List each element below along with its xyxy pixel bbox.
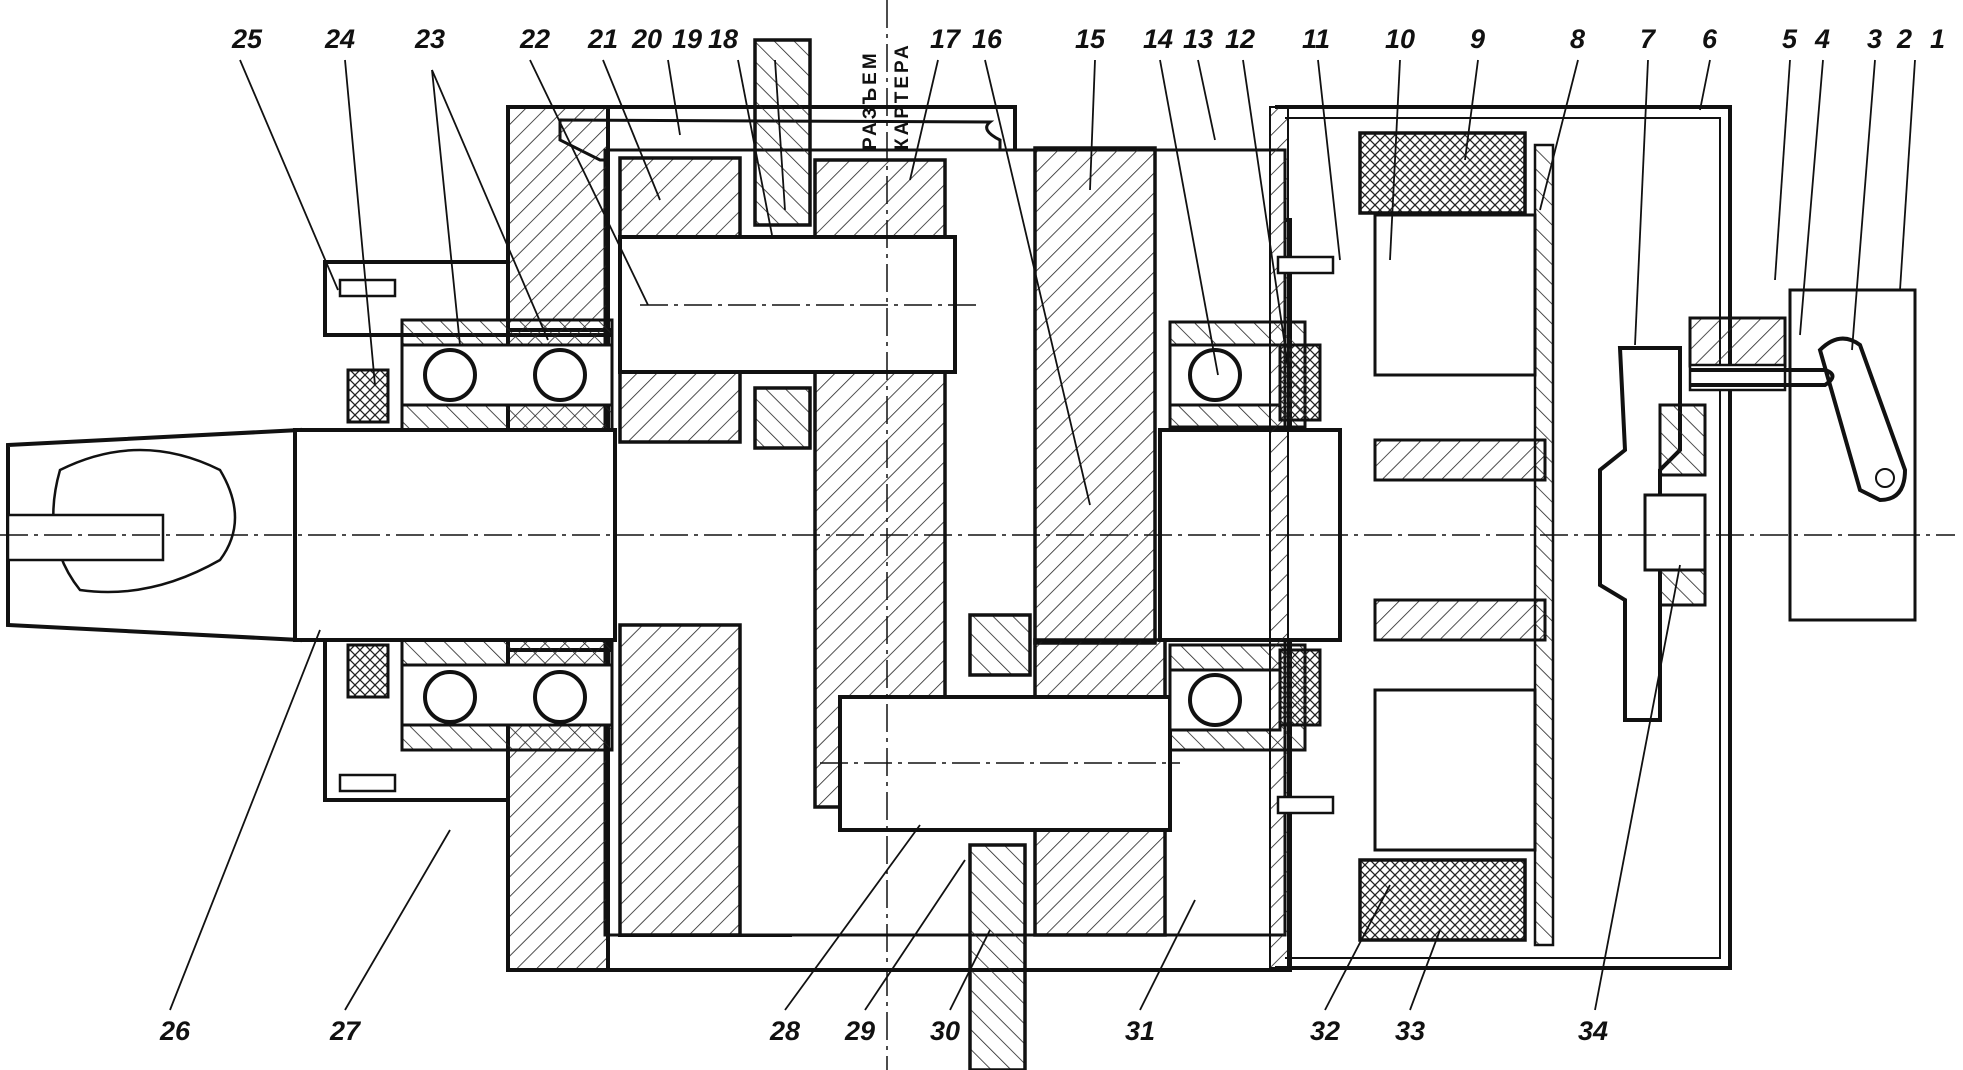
- callout-11: 11: [1302, 24, 1330, 54]
- callout-23: 23: [414, 24, 445, 54]
- callout-3: 3: [1867, 24, 1882, 54]
- connecting-rods: [753, 38, 1032, 1070]
- callout-17: 17: [930, 24, 962, 54]
- callout-27: 27: [329, 1016, 362, 1046]
- upper-coil: [1358, 131, 1527, 215]
- left-ball-bearings: [400, 318, 614, 752]
- callout-4: 4: [1814, 24, 1830, 54]
- callout-30: 30: [930, 1016, 960, 1046]
- callout-28: 28: [769, 1016, 800, 1046]
- right-bearing-housing: [1158, 320, 1342, 752]
- breaker-cam: [1598, 346, 1707, 722]
- callout-22: 22: [519, 24, 550, 54]
- callout-7: 7: [1640, 24, 1657, 54]
- callout-13: 13: [1183, 24, 1213, 54]
- breaker-assembly: [1688, 288, 1917, 622]
- callout-12: 12: [1225, 24, 1255, 54]
- callout-labels: 25 24 23 22 21 20 19 18 17 16 15 14 13 1…: [159, 24, 1945, 1046]
- rotor: [1373, 143, 1555, 947]
- magneto-cover: [1269, 105, 1732, 970]
- shaft-nut: [1643, 493, 1707, 572]
- callout-34: 34: [1578, 1016, 1608, 1046]
- screws: [338, 255, 1335, 815]
- callout-1: 1: [1930, 24, 1945, 54]
- callout-2: 2: [1896, 24, 1912, 54]
- parting-line-label-1: РАЗЪЕМ: [860, 50, 881, 150]
- callout-25: 25: [231, 24, 263, 54]
- callout-16: 16: [972, 24, 1003, 54]
- callout-29: 29: [844, 1016, 875, 1046]
- lower-coil: [1358, 858, 1527, 942]
- callout-31: 31: [1125, 1016, 1155, 1046]
- callout-15: 15: [1075, 24, 1106, 54]
- callout-8: 8: [1570, 24, 1585, 54]
- callout-20: 20: [631, 24, 662, 54]
- oil-seal-bottom: [346, 643, 390, 699]
- callout-5: 5: [1782, 24, 1798, 54]
- parting-line-label-2: КАРТЕРА: [892, 42, 913, 150]
- callout-14: 14: [1143, 24, 1173, 54]
- leader-lines: [169, 59, 1916, 1011]
- callout-18: 18: [708, 24, 738, 54]
- callout-24: 24: [324, 24, 355, 54]
- left-crank-web: [618, 156, 742, 937]
- callout-19: 19: [672, 24, 702, 54]
- callout-9: 9: [1470, 24, 1485, 54]
- callout-32: 32: [1310, 1016, 1340, 1046]
- callout-10: 10: [1385, 24, 1415, 54]
- oil-seal-top: [346, 368, 390, 424]
- callout-6: 6: [1702, 24, 1718, 54]
- callout-21: 21: [587, 24, 618, 54]
- callout-33: 33: [1395, 1016, 1425, 1046]
- callout-26: 26: [159, 1016, 191, 1046]
